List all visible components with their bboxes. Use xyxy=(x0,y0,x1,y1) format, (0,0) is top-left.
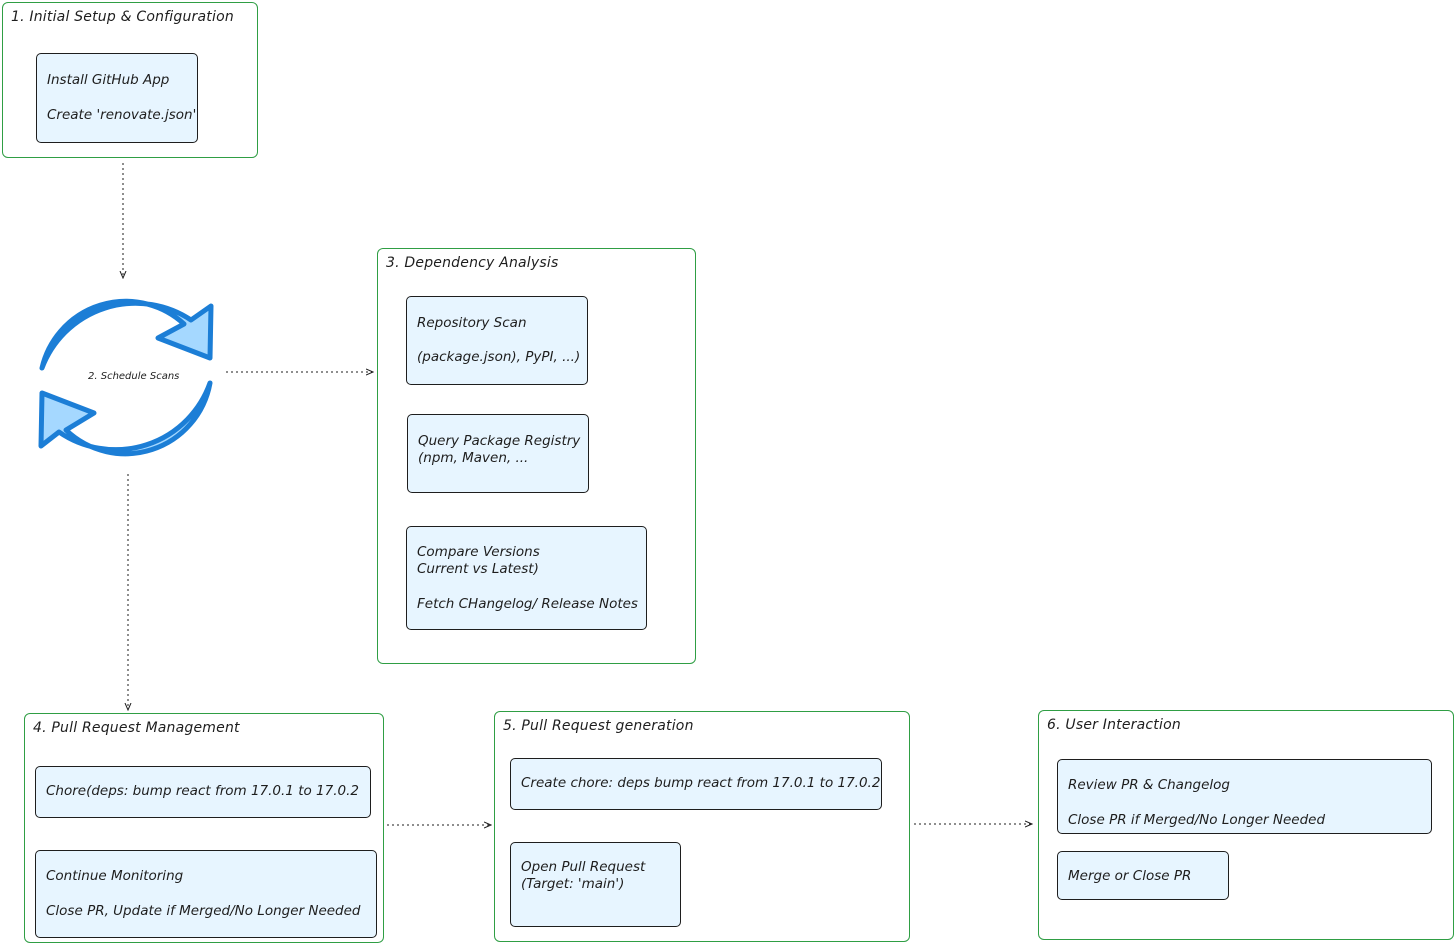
card-line: Continue Monitoring xyxy=(46,868,184,884)
card-line: Review PR & Changelog xyxy=(1068,777,1230,793)
card-line: Chore(deps: bump react from 17.0.1 to 17… xyxy=(46,783,359,799)
group-title: 3. Dependency Analysis xyxy=(386,255,559,271)
setup-card[interactable]: Install GitHub App Create 'renovate.json… xyxy=(36,53,198,143)
query-registry-card[interactable]: Query Package Registry (npm, Maven, ... xyxy=(407,414,589,493)
group-title: 4. Pull Request Management xyxy=(33,720,240,736)
group-dependency-analysis: 3. Dependency Analysis Repository Scan (… xyxy=(377,248,696,664)
group-title: 5. Pull Request generation xyxy=(503,718,694,734)
card-line: (Target: 'main') xyxy=(521,876,625,892)
card-line: Compare Versions xyxy=(417,544,540,560)
card-line: Current vs Latest) xyxy=(417,561,539,577)
card-line: Create 'renovate.json' xyxy=(47,107,197,123)
card-line: (npm, Maven, ... xyxy=(418,450,529,466)
card-line: Close PR if Merged/No Longer Needed xyxy=(1068,812,1326,828)
card-line: Install GitHub App xyxy=(47,72,170,88)
card-line: Query Package Registry xyxy=(418,433,581,449)
repository-scan-card[interactable]: Repository Scan (package.json), PyPI, ..… xyxy=(406,296,588,385)
card-line: (package.json), PyPI, ...) xyxy=(417,349,581,365)
group-title: 1. Initial Setup & Configuration xyxy=(11,9,234,25)
card-line: Open Pull Request xyxy=(521,859,646,875)
group-initial-setup: 1. Initial Setup & Configuration Install… xyxy=(2,2,258,158)
schedule-scans-label: 2. Schedule Scans xyxy=(88,371,180,382)
group-pr-management: 4. Pull Request Management Chore(deps: b… xyxy=(24,713,384,943)
card-line: Merge or Close PR xyxy=(1068,868,1192,884)
compare-versions-card[interactable]: Compare Versions Current vs Latest) Fetc… xyxy=(406,526,647,630)
card-line: Fetch CHangelog/ Release Notes xyxy=(417,596,638,612)
continue-monitoring-card[interactable]: Continue Monitoring Close PR, Update if … xyxy=(35,850,377,938)
chore-deps-card[interactable]: Chore(deps: bump react from 17.0.1 to 17… xyxy=(35,766,371,818)
group-pr-generation: 5. Pull Request generation Create chore:… xyxy=(494,711,910,942)
card-line: Create chore: deps bump react from 17.0.… xyxy=(521,775,881,791)
card-line: Repository Scan xyxy=(417,315,527,331)
open-pull-request-card[interactable]: Open Pull Request (Target: 'main') xyxy=(510,842,681,927)
create-chore-card[interactable]: Create chore: deps bump react from 17.0.… xyxy=(510,758,882,810)
group-title: 6. User Interaction xyxy=(1047,717,1181,733)
merge-or-close-card[interactable]: Merge or Close PR xyxy=(1057,851,1229,900)
review-pr-card[interactable]: Review PR & Changelog Close PR if Merged… xyxy=(1057,759,1432,834)
card-line: Close PR, Update if Merged/No Longer Nee… xyxy=(46,903,361,919)
group-user-interaction: 6. User Interaction Review PR & Changelo… xyxy=(1038,710,1454,940)
